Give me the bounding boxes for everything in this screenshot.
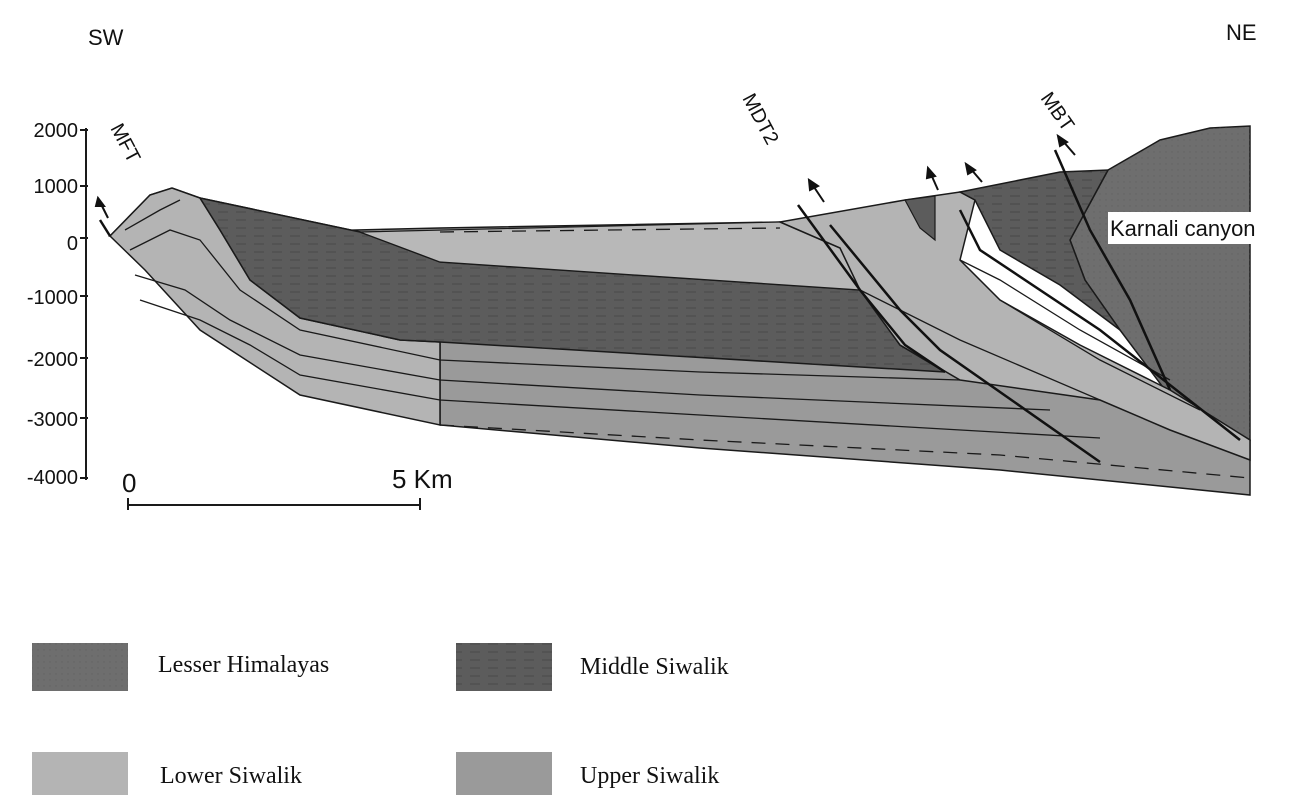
depth-tick-label: -3000 (27, 409, 78, 431)
scale-end-label: 5 Km (392, 464, 453, 494)
legend-label: Lesser Himalayas (158, 652, 329, 678)
legend-item-middle-siwalik: Middle Siwalik (456, 643, 729, 691)
legend: Lesser Himalayas Middle Siwalik Lower Si… (32, 643, 729, 795)
depth-tick-label: 2000 (34, 120, 79, 142)
geology-units (110, 126, 1250, 495)
mbt-label: MBT (1036, 88, 1078, 135)
depth-axis: 2000 1000 0 -1000 -2000 -3000 -4000 (27, 120, 88, 489)
legend-item-lower-siwalik: Lower Siwalik (32, 752, 302, 795)
depth-tick-label: -2000 (27, 349, 78, 371)
direction-ne-label: NE (1226, 20, 1257, 45)
depth-tick-label: 1000 (34, 176, 79, 198)
legend-item-lesser-himalayas: Lesser Himalayas (32, 643, 329, 691)
depth-tick-label: -1000 (27, 287, 78, 309)
mft-fault-line (100, 220, 110, 236)
legend-label: Lower Siwalik (160, 763, 302, 789)
karnali-canyon-label: Karnali canyon (1110, 216, 1256, 241)
legend-swatch (456, 752, 552, 795)
legend-item-upper-siwalik: Upper Siwalik (456, 752, 719, 795)
depth-tick-label: -4000 (27, 467, 78, 489)
depth-tick-label: 0 (67, 233, 78, 255)
legend-swatch (32, 752, 128, 795)
arrow-icon (96, 198, 104, 206)
legend-label: Middle Siwalik (580, 654, 729, 680)
mft-label: MFT (106, 120, 145, 167)
scale-bar: 0 5 Km (122, 464, 453, 510)
mdt2-label: MDT2 (738, 90, 783, 148)
direction-sw-label: SW (88, 25, 124, 50)
arrow-icon (809, 180, 818, 190)
arrow-icon (927, 168, 935, 178)
scale-start-label: 0 (122, 468, 136, 498)
legend-label: Upper Siwalik (580, 763, 719, 789)
